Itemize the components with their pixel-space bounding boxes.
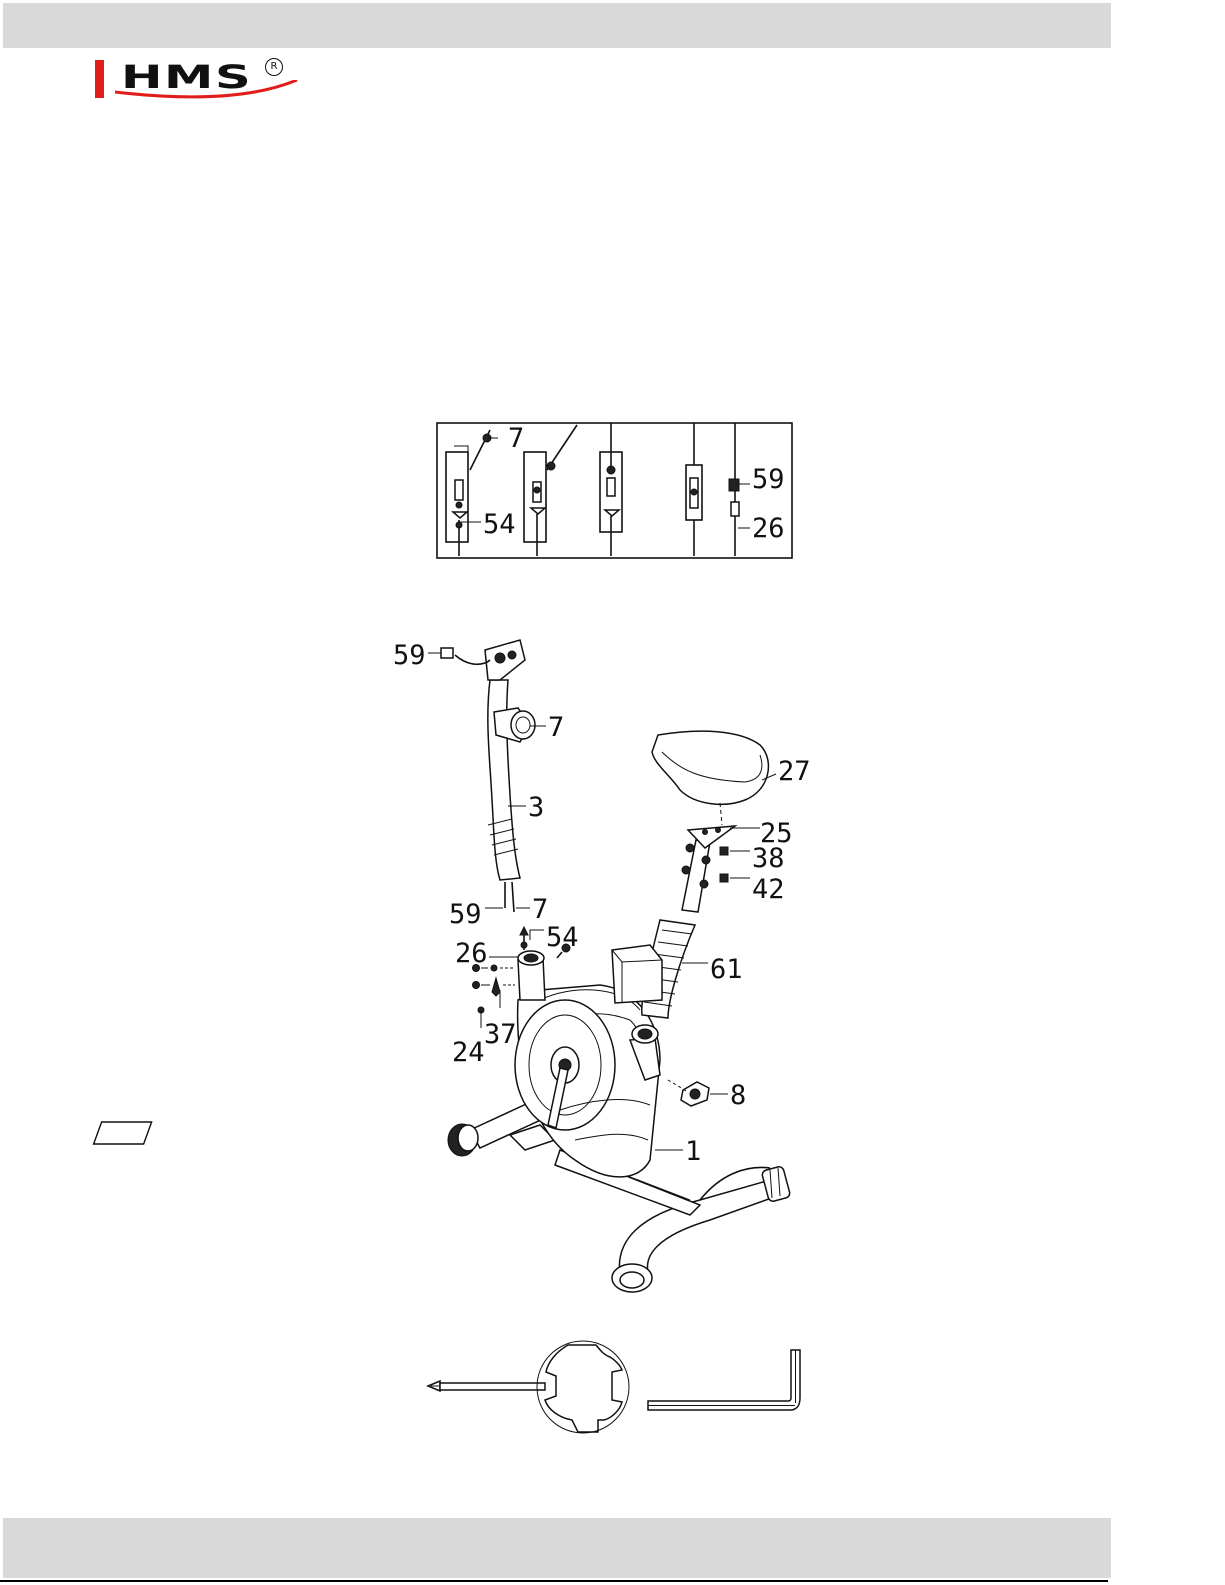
- label-26-screw: 26: [455, 938, 488, 969]
- washer-38: [720, 847, 728, 855]
- detail-step-5: [729, 423, 739, 556]
- label-38-washer: 38: [752, 843, 785, 874]
- detail-step-2: [524, 425, 577, 556]
- screwdriver-wrench-tool: [428, 1341, 629, 1433]
- label-1-frame: 1: [685, 1136, 701, 1167]
- tools: [428, 1341, 800, 1433]
- detail-label-59: 59: [752, 464, 785, 495]
- hex-key-tool: [648, 1350, 800, 1410]
- label-8-knob: 8: [730, 1080, 746, 1111]
- footer-band: [3, 1518, 1111, 1578]
- bike-exploded-view: 59 7 3 27 25 38 42 7 59 54 26 61 37 24 8…: [94, 640, 811, 1292]
- label-59-cable: 59: [449, 899, 482, 930]
- label-54-bolt: 54: [546, 922, 579, 953]
- footer-edge-line: [0, 1580, 1108, 1582]
- frame-front-stub: [518, 951, 545, 1000]
- tension-cable: [512, 882, 514, 912]
- adjust-knob: [668, 1080, 709, 1106]
- pedal: [94, 1122, 152, 1144]
- detail-label-54: 54: [483, 509, 516, 540]
- flywheel-housing: [515, 985, 660, 1177]
- seat-post-rod: [682, 840, 710, 912]
- detail-step-3: [600, 423, 622, 556]
- label-7-cable: 7: [532, 894, 548, 925]
- label-7-knob: 7: [548, 712, 564, 743]
- cable-connection-detail: 7 54 59 26: [437, 423, 792, 558]
- detail-step-4: [686, 423, 702, 556]
- detail-label-26: 26: [752, 513, 785, 544]
- label-59-sensor: 59: [393, 640, 426, 671]
- label-24-screw: 24: [452, 1037, 485, 1068]
- control-box: [612, 945, 662, 1003]
- handlebar-post: [441, 640, 525, 880]
- label-3-post: 3: [528, 792, 544, 823]
- label-27-seat: 27: [778, 756, 811, 787]
- handlebar-knob: [494, 708, 535, 742]
- saddle: [652, 731, 768, 804]
- nut-42: [720, 874, 728, 882]
- detail-label-7: 7: [508, 423, 524, 454]
- label-37-bolt: 37: [484, 1019, 517, 1050]
- label-61-seatpost: 61: [710, 954, 743, 985]
- label-42-nut: 42: [752, 874, 785, 905]
